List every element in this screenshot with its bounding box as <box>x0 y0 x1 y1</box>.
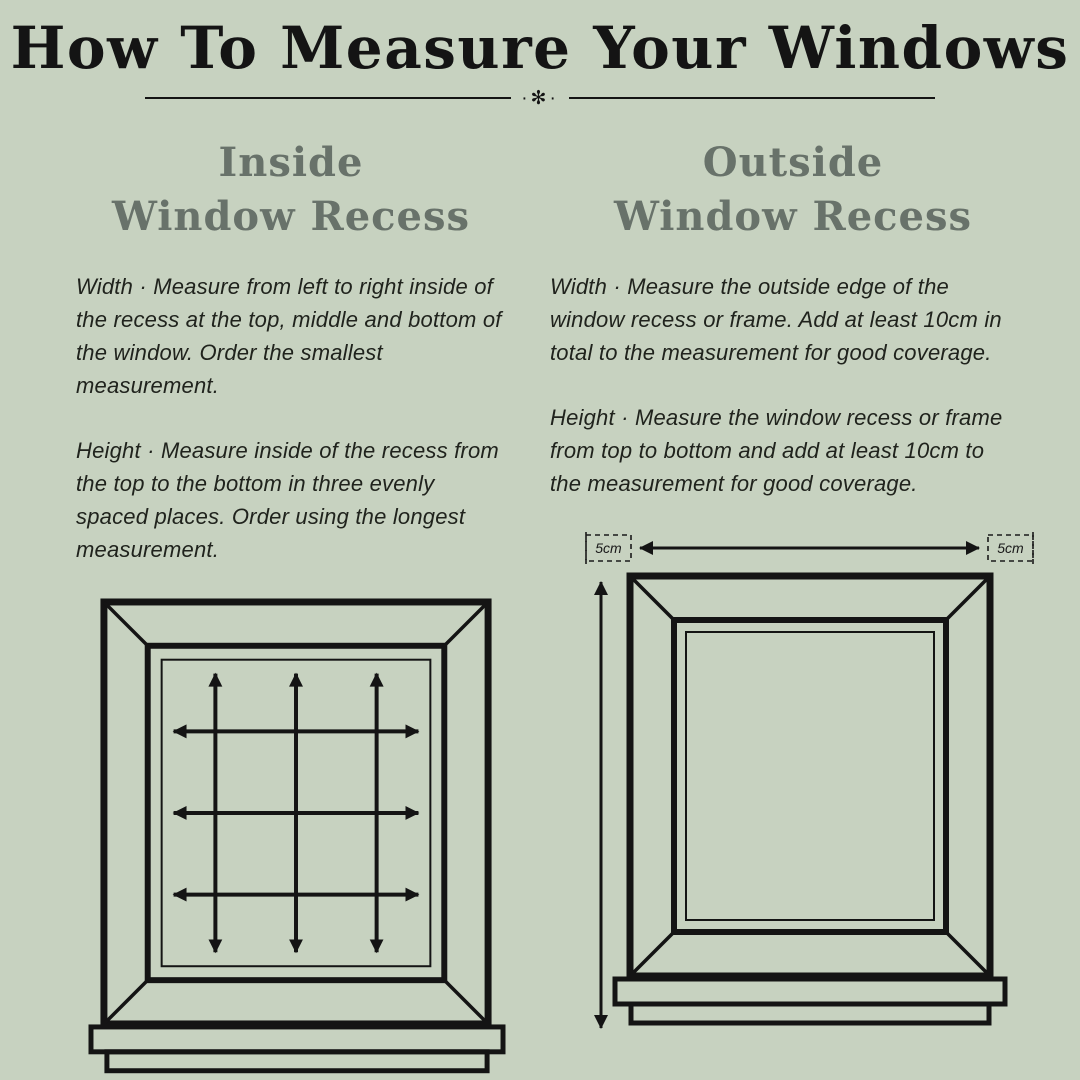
inside-heading-line-2: Window Recess <box>111 192 471 240</box>
outside-width-instructions: Width · Measure the outside edge of the … <box>550 273 1002 365</box>
divider-line-left <box>145 97 512 99</box>
extension-guides <box>585 531 1034 568</box>
inside-window-diagram <box>88 597 506 1073</box>
outside-recess-section: Outside Window Recess Width · Measure th… <box>540 122 1052 1076</box>
divider-ornament-icon: ·✻· <box>521 87 559 109</box>
outside-heading-line-2: Window Recess <box>613 192 973 240</box>
outside-heading: Outside Window Recess <box>550 136 1036 244</box>
inside-recess-section: Inside Window Recess Width · Measure fro… <box>56 122 540 1076</box>
outside-window-diagram: 5cm 5cm <box>585 531 1034 1029</box>
window-frame <box>100 597 492 1027</box>
inside-width-instructions: Width · Measure from left to right insid… <box>76 273 502 398</box>
inside-heading: Inside Window Recess <box>76 136 506 244</box>
inside-heading-line-1: Inside <box>218 138 364 186</box>
margin-label-right: 5cm <box>997 540 1024 556</box>
window-sill <box>612 976 1008 1025</box>
window-frame <box>626 572 994 979</box>
divider-line-right <box>568 97 936 99</box>
margin-label-left: 5cm <box>595 540 622 556</box>
page-title: How To Measure Your Windows <box>10 14 1070 82</box>
inside-height-instructions: Height · Measure inside of the recess fr… <box>76 437 499 562</box>
title-divider: ·✻· <box>145 87 936 109</box>
outside-heading-line-1: Outside <box>702 138 884 186</box>
width-measure-arrows <box>172 723 420 902</box>
content-columns: Inside Window Recess Width · Measure fro… <box>0 122 1080 1076</box>
outside-height-instructions: Height · Measure the window recess or fr… <box>550 404 1003 496</box>
window-sill <box>88 1023 506 1073</box>
